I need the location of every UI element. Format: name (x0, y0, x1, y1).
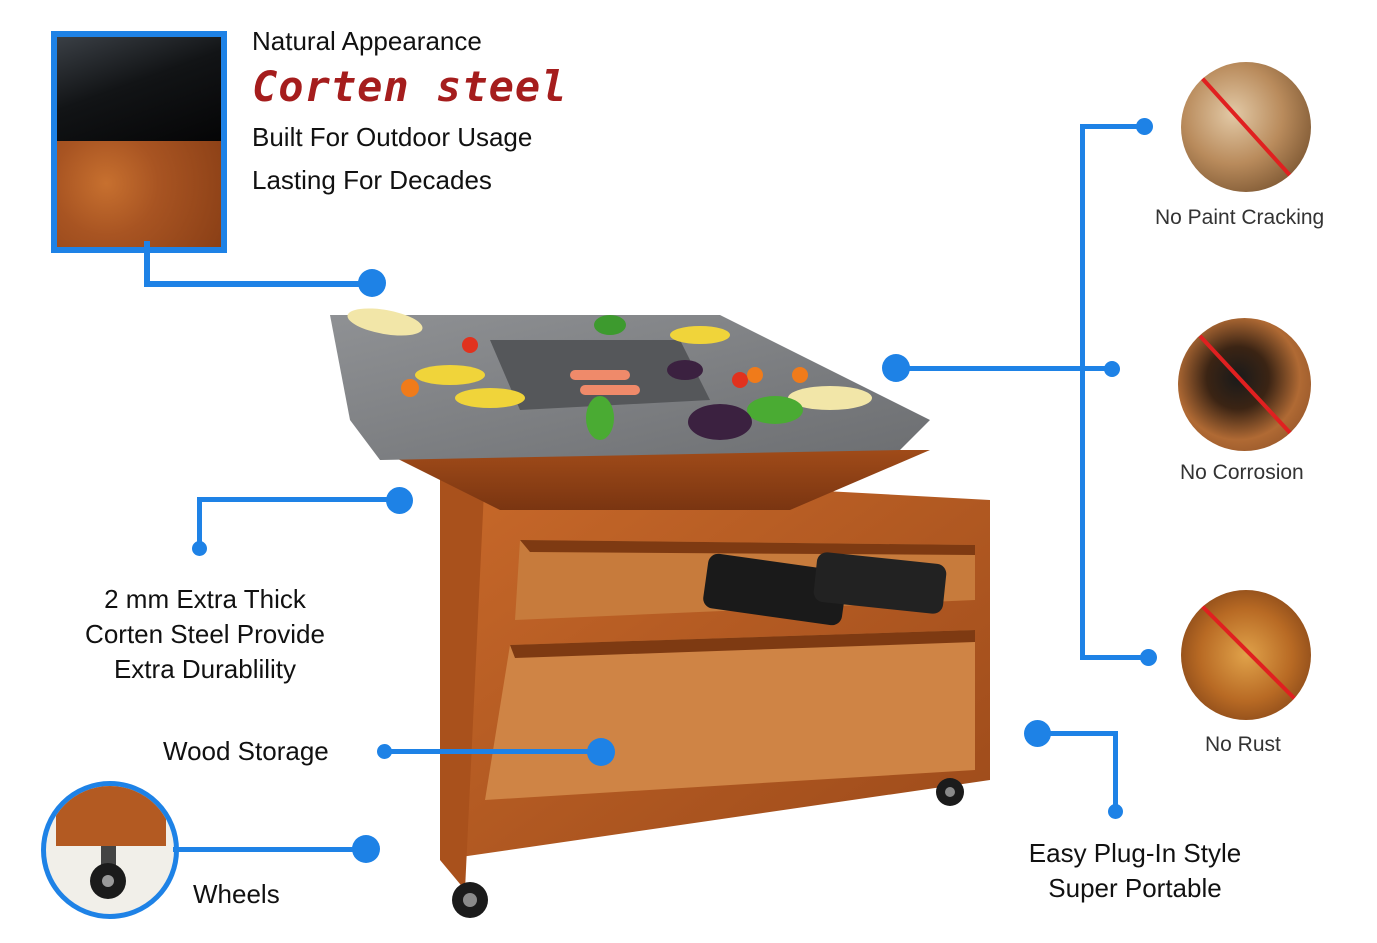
caster-wheel-icon (56, 786, 166, 899)
swatch-connector-dot (358, 269, 386, 297)
benefit-label-paint: No Paint Cracking (1155, 206, 1325, 229)
plug-in-line-1: Easy Plug-In Style (1028, 838, 1242, 868)
rust-sample (1181, 590, 1311, 720)
strike-icon (1199, 603, 1298, 702)
wheels-text: Wheels (193, 879, 280, 909)
benefit-label-rust: No Rust (1205, 733, 1281, 756)
plug-in-end-dot (1108, 804, 1123, 819)
wood-storage-end-dot (587, 738, 615, 766)
fire-pit-table-image (330, 308, 990, 918)
benefits-spine (1080, 124, 1085, 660)
strike-icon (1199, 75, 1298, 184)
plug-in-connector-horizontal (1038, 731, 1118, 736)
thickness-end-dot (192, 541, 207, 556)
thickness-connector-vertical (197, 497, 202, 547)
corten-steel-headline: Corten steel (252, 62, 568, 111)
paint-branch-dot (1136, 118, 1153, 135)
wood-storage-start-dot (377, 744, 392, 759)
lasting-decades-text: Lasting For Decades (252, 165, 492, 195)
rust-branch-dot (1140, 649, 1157, 666)
plug-in-line-2: Super Portable (1048, 873, 1222, 903)
benefit-label-corrosion: No Corrosion (1180, 461, 1304, 484)
material-swatch (51, 31, 227, 253)
wheel-closeup (41, 781, 179, 919)
top-plate-connector (896, 366, 1112, 371)
paint-cracking-sample (1181, 62, 1311, 192)
rust-branch (1080, 655, 1148, 660)
black-steel-sample (57, 37, 221, 141)
thickness-line-1: 2 mm Extra Thick (104, 584, 306, 614)
corrosion-sample (1178, 318, 1311, 451)
thickness-line-3: Extra Durablility (113, 654, 297, 684)
swatch-connector-horizontal (144, 281, 370, 287)
wood-storage-connector (385, 749, 599, 754)
thickness-line-2: Corten Steel Provide (85, 619, 325, 649)
thickness-connector-horizontal (197, 497, 399, 502)
wood-storage-text: Wood Storage (163, 736, 329, 766)
plug-in-text: Easy Plug-In Style Super Portable (1000, 836, 1270, 906)
strike-icon (1198, 334, 1295, 438)
natural-appearance-text: Natural Appearance (252, 26, 482, 56)
corrosion-branch-dot (1104, 361, 1120, 377)
swatch-connector-vertical (144, 241, 150, 287)
plug-in-connector-vertical (1113, 731, 1118, 811)
rusted-steel-sample (57, 141, 221, 247)
paint-branch (1080, 124, 1146, 129)
wheels-connector (173, 847, 369, 852)
thickness-text: 2 mm Extra Thick Corten Steel Provide Ex… (60, 582, 350, 687)
outdoor-usage-text: Built For Outdoor Usage (252, 122, 533, 152)
wheels-dot (352, 835, 380, 863)
